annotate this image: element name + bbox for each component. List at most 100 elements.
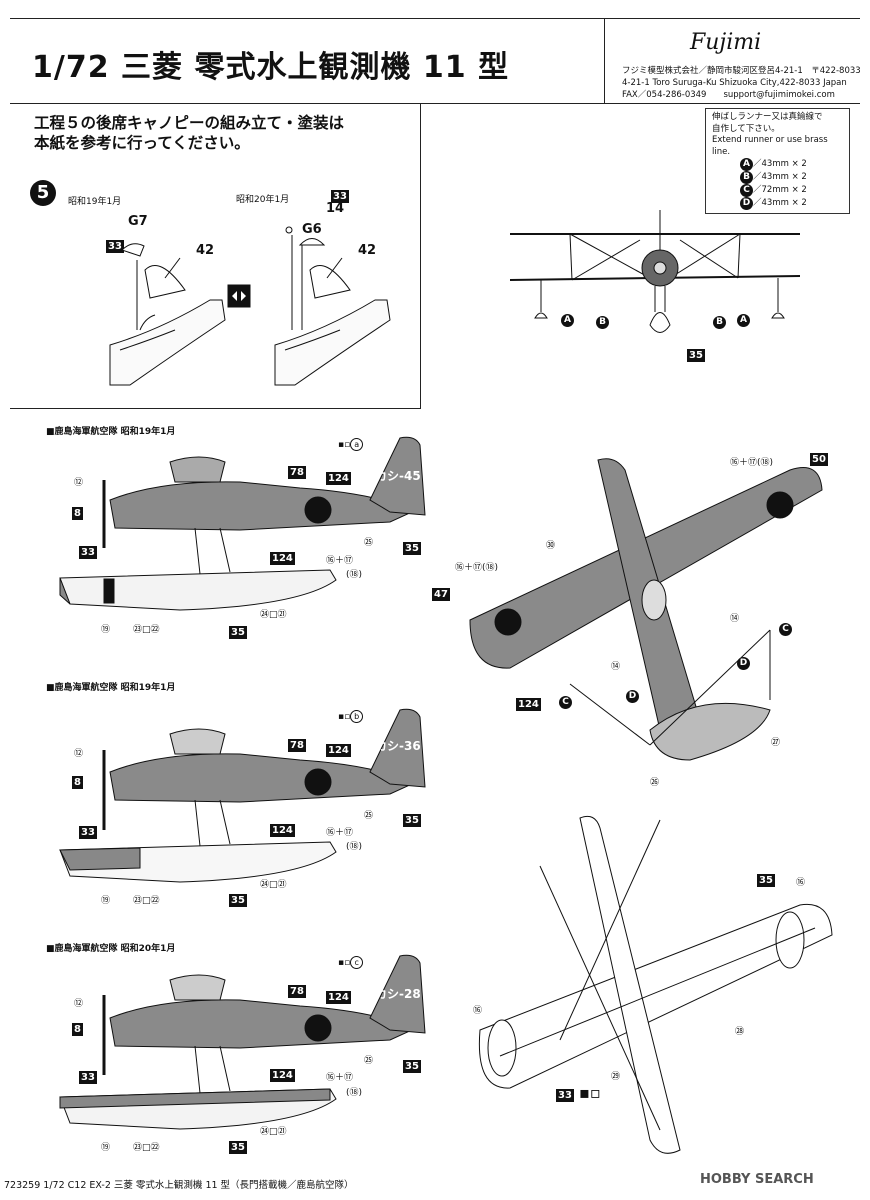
header-top-border [10, 18, 860, 19]
bottom-c33: 33 ▪▫ [556, 1083, 601, 1102]
top-c14a: ⑭ [730, 614, 740, 624]
address-line-2: 4-21-1 Toro Suruga-Ku Shizuoka City,422-… [622, 78, 847, 88]
part-42-left: 42 [196, 243, 215, 258]
step-left-date: 昭和19年1月 [68, 197, 122, 207]
note-item-a: A／43mm × 2 [712, 158, 843, 171]
p3-decal: ▪▫c [338, 956, 364, 969]
p1-c18: (⑱) [346, 570, 363, 580]
step-right-date: 昭和20年1月 [236, 195, 290, 205]
instruction-text: 工程５の後席キャノピーの組み立て・塗装は 本紙を参考に行ってください。 [34, 113, 344, 153]
p3-c8: 8 [72, 1023, 83, 1036]
p1-c35: 35 [403, 542, 421, 555]
front-label-b2: B [713, 309, 726, 329]
top-c47: 47 [432, 588, 450, 601]
p3-code: カシ-28 [375, 987, 421, 1001]
part-g6-label: G6 [302, 222, 322, 237]
bottom-c16b: ⑯ [473, 1006, 483, 1016]
section-divider-v [420, 104, 421, 409]
bottom-c28: ㉘ [735, 1027, 745, 1037]
front-color-35: 35 [687, 349, 705, 362]
p1-c24-21: ㉔□㉑ [260, 610, 287, 620]
p1-c25: ㉕ [364, 538, 374, 548]
p3-c35: 35 [403, 1060, 421, 1073]
profile-3-aircraft [59, 954, 426, 1130]
instruction-line-2: 本紙を参考に行ってください。 [34, 134, 250, 152]
page-title: 1/72 三菱 零式水上観測機 11 型 [32, 50, 510, 85]
address-line-3: FAX／054-286-0349 support@fujimimokei.com [622, 90, 835, 100]
p3-c12: ⑫ [74, 999, 84, 1009]
p3-c33: 33 [79, 1071, 97, 1084]
top-c16-17-18a: ⑯＋⑰(⑱) [730, 458, 774, 468]
p2-c78: 78 [288, 739, 306, 752]
p1-c8: 8 [72, 507, 83, 520]
p3-c23-22: ㉓□㉒ [133, 1143, 160, 1153]
bottom-c29: ㉙ [611, 1072, 621, 1082]
top-c26: ㉖ [650, 778, 660, 788]
p1-c78: 78 [288, 466, 306, 479]
color-33-right: 33 [331, 190, 349, 203]
top-view-aircraft [469, 458, 823, 761]
bottom-view-aircraft [478, 815, 833, 1154]
header-divider [604, 18, 605, 104]
swap-arrow-icon [227, 284, 251, 308]
p2-c35: 35 [403, 814, 421, 827]
front-label-a2: A [737, 307, 750, 327]
top-c30: ㉚ [546, 541, 556, 551]
footer-text: 723259 1/72 C12 EX-2 三菱 零式水上観測機 11 型（長門搭… [4, 1180, 354, 1191]
watermark: HOBBY SEARCH [700, 1172, 814, 1187]
p3-c124b: 124 [270, 1069, 295, 1082]
p2-c8: 8 [72, 776, 83, 789]
top-c14b: ⑭ [611, 662, 621, 672]
part-g7-label: G7 [128, 214, 148, 229]
p2-decal: ▪▫b [338, 710, 364, 723]
profile-1-title: ■鹿島海軍航空隊 昭和19年1月 [46, 427, 176, 437]
top-lC2: C [559, 689, 572, 709]
part-14-label: 14 [326, 201, 345, 216]
p2-code: カシ-36 [375, 739, 421, 753]
bottom-c35: 35 [757, 874, 775, 887]
p1-c23-22: ㉓□㉒ [133, 625, 160, 635]
profile-2-title: ■鹿島海軍航空隊 昭和19年1月 [46, 683, 176, 693]
note-item-d: D／43mm × 2 [712, 197, 843, 210]
p2-c25: ㉕ [364, 811, 374, 821]
section-divider-h [10, 408, 420, 409]
instruction-line-1: 工程５の後席キャノピーの組み立て・塗装は [34, 114, 345, 132]
p3-c124: 124 [326, 991, 351, 1004]
p2-c23-22: ㉓□㉒ [133, 896, 160, 906]
front-view-aircraft [509, 210, 801, 333]
top-c50: 50 [810, 453, 828, 466]
note-line-3: Extend runner or use brass line. [712, 135, 828, 157]
p1-c33: 33 [79, 546, 97, 559]
p2-c12: ⑫ [74, 749, 84, 759]
note-line-1: 伸ばしランナー又は真鍮線で [712, 112, 823, 122]
p1-c16-17: ⑯＋⑰ [326, 556, 354, 566]
profile-3-title: ■鹿島海軍航空隊 昭和20年1月 [46, 944, 176, 954]
p1-code: カシ-45 [375, 469, 421, 483]
p1-c124b: 124 [270, 552, 295, 565]
top-c27: ㉗ [771, 738, 781, 748]
p2-c24-21: ㉔□㉑ [260, 880, 287, 890]
step-number: 5 [30, 180, 56, 206]
bottom-c16a: ⑯ [796, 878, 806, 888]
top-c124: 124 [516, 698, 541, 711]
note-item-b: B／43mm × 2 [712, 171, 843, 184]
p3-c18: (⑱) [346, 1088, 363, 1098]
p2-c19: ⑲ [101, 896, 111, 906]
top-lD1: D [737, 650, 750, 670]
note-line-2: 自作して下さい。 [712, 123, 780, 134]
p3-c24-21: ㉔□㉑ [260, 1127, 287, 1137]
part-42-right: 42 [358, 243, 377, 258]
rigging-note: 伸ばしランナー又は真鍮線で 自作して下さい。 Extend runner or … [705, 108, 850, 214]
p1-c124: 124 [326, 472, 351, 485]
front-label-a1: A [561, 307, 574, 327]
address-line-1: フジミ模型株式会社／静岡市駿河区登呂4-21-1 〒422-8033 [622, 66, 861, 76]
p2-c16-17: ⑯＋⑰ [326, 828, 354, 838]
step-left-fuselage [109, 243, 226, 386]
p2-c124: 124 [326, 744, 351, 757]
p3-c19: ⑲ [101, 1143, 111, 1153]
p3-c35b: 35 [229, 1141, 247, 1154]
p1-c19: ⑲ [101, 625, 111, 635]
profile-1-aircraft [59, 436, 426, 611]
note-item-c: C／72mm × 2 [712, 184, 843, 197]
p2-c124b: 124 [270, 824, 295, 837]
